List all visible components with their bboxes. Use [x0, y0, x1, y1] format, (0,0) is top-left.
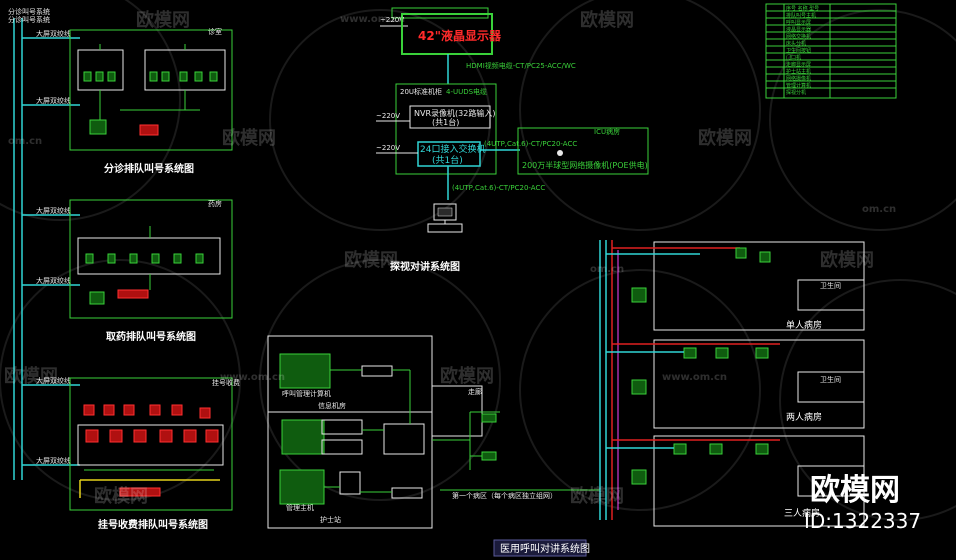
register-room-label: 挂号收费 — [212, 378, 240, 387]
wm-4: 欧模网 — [698, 127, 752, 149]
triage-room-label: 诊室 — [208, 27, 222, 36]
wm-site-3: om.cn — [862, 204, 896, 215]
wm-site-5: www.om.cn — [220, 372, 285, 383]
feeder-3: 大屏双绞线 — [36, 206, 71, 215]
legend-row-8: 走廊显示屏 — [786, 61, 811, 68]
toilet-1: 卫生间 — [820, 281, 841, 290]
feeder-1: 大屏双绞线 — [36, 29, 71, 38]
legend-row-5: 床头分机 — [786, 40, 806, 47]
switch-count: (共1台) — [432, 154, 463, 166]
wm-site-4: om.cn — [590, 264, 624, 275]
legend-row-12: 探视分机 — [786, 89, 806, 96]
hdmi-cable-label: HDMI视频电缆-CT/PC25-ACC/WC — [466, 61, 576, 70]
ward-single: 卫生间 单人病房 — [606, 241, 865, 331]
nvr-box — [409, 105, 491, 129]
nvr-count: (共1台) — [432, 117, 459, 127]
switch-box — [417, 141, 481, 167]
triage-devices — [83, 71, 218, 136]
wm-site-1: www.om.cn — [340, 14, 405, 25]
wm-2: 欧模网 — [580, 9, 634, 31]
brand-badge: 欧模网 ID:1322337 — [804, 473, 921, 533]
pharmacy-room-label: 药房 — [208, 199, 222, 208]
visitation-caption: 探视对讲系统图 — [390, 260, 460, 273]
legend-row-6: 卫生间按钮 — [786, 47, 811, 54]
brand-badge-id: ID:1322337 — [804, 509, 921, 533]
wm-site-2: om.cn — [8, 136, 42, 147]
ward-double-label: 两人病房 — [786, 411, 822, 423]
lcd-display — [401, 13, 493, 55]
wm-6: 欧模网 — [820, 249, 874, 271]
triage-panel — [69, 29, 233, 151]
workstation-icon — [427, 203, 463, 233]
legend-row-4: 网络交换机 — [786, 33, 811, 40]
pharmacy-panel — [69, 199, 233, 319]
legend-row-7: 门口机 — [786, 54, 801, 61]
corridor-label: 走廊 — [468, 387, 482, 396]
legend-row-3: 液晶显示器 — [786, 26, 811, 33]
icu-label: ICU病房 — [594, 127, 620, 136]
power-3: ~220V — [376, 144, 400, 152]
rack-label: 20U标准机柜 — [400, 87, 442, 96]
manage-pc-label: 呼叫管理计算机 — [282, 389, 331, 398]
nvr-label: NVR录像机(32路输入) — [414, 108, 495, 118]
power-1: ~220V — [380, 16, 404, 24]
ward-triple: 三人病房 — [606, 435, 865, 527]
register-caption: 挂号收费排队叫号系统图 — [98, 518, 208, 531]
wm-9: 欧模网 — [94, 485, 148, 507]
legend-row-9: 护士站主机 — [786, 68, 811, 75]
legend-row-2: 呼叫显示屏 — [786, 19, 811, 26]
left-subheader: 分诊叫号系统 — [8, 15, 50, 24]
register-panel — [69, 377, 233, 511]
wm-1: 欧模网 — [136, 9, 190, 31]
wm-8: 欧模网 — [440, 365, 494, 387]
nurse-call-caption: 医用呼叫对讲系统图 — [500, 542, 590, 555]
desk-label: 护士站 — [320, 515, 341, 524]
feeder-5: 大屏双绞线 — [36, 376, 71, 385]
lcd-display-label: 42"液晶显示器 — [418, 28, 502, 43]
power-2: ~220V — [376, 112, 400, 120]
triage-caption: 分诊排队叫号系统图 — [104, 162, 194, 175]
rack — [395, 83, 497, 175]
feeder-6: 大屏双绞线 — [36, 456, 71, 465]
host-label: 管理主机 — [286, 503, 314, 512]
cable-2-label: (4UTP,Cat.6)-CT/PC20-ACC — [452, 184, 545, 192]
switch-label: 24口接入交换机 — [420, 143, 485, 155]
nurse-call-server: 信息机房 护士站 呼叫管理计算机 管理主机 — [267, 335, 433, 529]
wm-10: 欧模网 — [570, 485, 624, 507]
wm-site-6: www.om.cn — [662, 372, 727, 383]
corridor-backbone: 走廊 第一个病区（每个病区独立组网） 医用呼叫对讲系统图 — [431, 240, 619, 557]
server-room-label: 信息机房 — [318, 401, 346, 410]
legend-row-11: 管理计算机 — [786, 82, 811, 89]
wm-7: 欧模网 — [4, 365, 58, 387]
visitation-system: ~220V 42"液晶显示器 HDMI视频电缆-CT/PC25-ACC/WC 2… — [376, 7, 649, 273]
wm-5: 欧模网 — [344, 249, 398, 271]
feeder-4: 大屏双绞线 — [36, 276, 71, 285]
pharmacy-devices — [85, 253, 204, 305]
pharmacy-caption: 取药排队叫号系统图 — [106, 330, 196, 343]
brand-badge-name: 欧模网 — [810, 473, 900, 508]
left-header: 分诊叫号系统 — [8, 7, 50, 16]
register-devices — [83, 404, 219, 497]
ups-cable-label: 4-UUDS电缆 — [446, 87, 487, 96]
wm-3: 欧模网 — [222, 127, 276, 149]
ward-double: 卫生间 两人病房 — [606, 339, 865, 429]
feeder-2: 大屏双绞线 — [36, 96, 71, 105]
icu-box — [517, 127, 649, 175]
toilet-2: 卫生间 — [820, 375, 841, 384]
legend-row-0: 序号 名称 型号 — [786, 5, 819, 12]
legend-row-1: 排队叫号主机 — [786, 12, 816, 19]
cable-1-label: (4UTP,Cat.6)-CT/PC20-ACC — [484, 140, 577, 148]
ward-triple-label: 三人病房 — [784, 507, 820, 519]
watermarks: 欧模网 www.om.cn 欧模网 欧模网 om.cn 欧模网 om.cn 欧模… — [4, 9, 896, 507]
ward-note: 第一个病区（每个病区独立组网） — [452, 491, 557, 500]
camera-label: 200万半球型网络摄像机(POE供电) — [522, 160, 648, 170]
legend-row-10: 网络摄像机 — [786, 75, 811, 82]
legend-table: 序号 名称 型号 排队叫号主机 呼叫显示屏 液晶显示器 网络交换机 床头分机 卫… — [765, 3, 897, 99]
left-column: 分诊叫号系统 分诊叫号系统 大屏双绞线 大屏双绞线 大屏双绞线 大屏双绞线 大屏… — [8, 7, 240, 531]
ward-single-label: 单人病房 — [786, 319, 822, 331]
